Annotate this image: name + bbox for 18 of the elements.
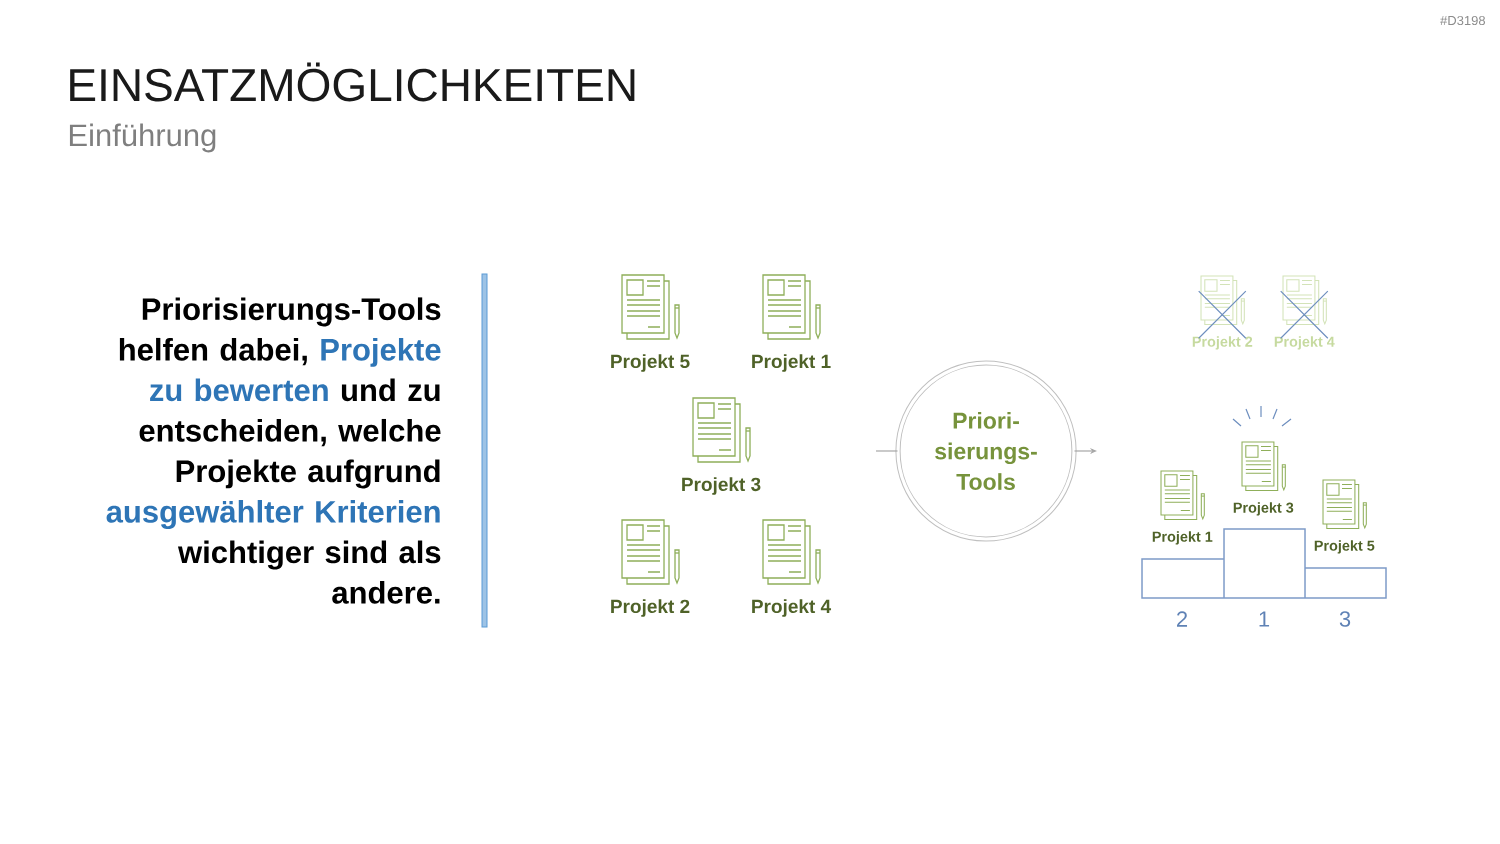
project-label: Projekt 1 [752,354,831,372]
project-label: Projekt 5 [1314,540,1375,554]
body-text: Priorisierungs-Tools helfen dabei, Projekte zu bewerten und zu entscheiden, welche Projekte aufgrund ausgewählter Kriterien wichtiger sind als andere. [106,297,441,604]
project-label: Projekt 1 [1152,531,1213,545]
project-label: Projekt 3 [682,477,761,495]
project-label: Projekt 2 [1192,336,1253,350]
slide-code: #D3198 [1440,15,1485,26]
project-label: Projekt 3 [1233,502,1294,516]
title: EINSATZMÖGLICHKEITEN [70,62,635,102]
rank-number: 2 [1177,611,1188,627]
project-label: Projekt 5 [611,354,690,372]
rank-number: 1 [1259,611,1270,627]
connector-line [875,450,899,452]
rank-number: 3 [1339,611,1351,627]
project-label: Projekt 4 [752,599,832,617]
subtitle: Einführung [69,123,216,153]
project-label: Projekt 4 [1274,336,1335,350]
project-label: Projekt 2 [611,599,690,617]
